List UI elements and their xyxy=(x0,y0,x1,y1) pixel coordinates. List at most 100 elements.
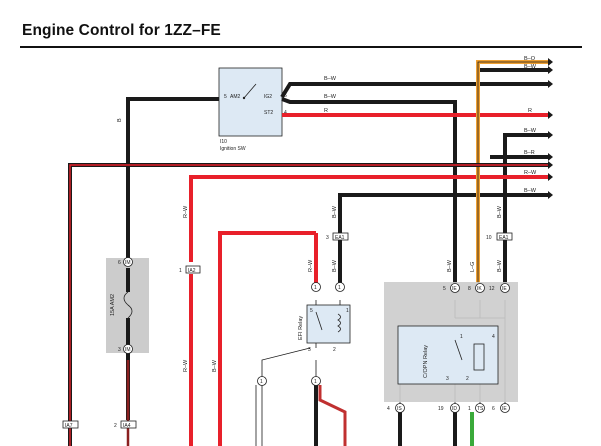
fuse-bottom-pin: 3 xyxy=(118,347,121,353)
ignition-switch-id: I10 xyxy=(220,139,227,145)
copn-pin-4: 4 xyxy=(492,334,495,340)
junction-1-pin: 1 xyxy=(260,379,263,385)
wire-code-r-right: R xyxy=(528,108,532,114)
ignition-terminal-am2-label: AM2 xyxy=(230,94,241,100)
connector-ia7 xyxy=(62,420,79,429)
fuse-top-conn-name: IM xyxy=(125,260,131,266)
wire-code-b-left: B xyxy=(117,118,123,122)
fuse-am2: 15A AM2 IM 6 IM 3 xyxy=(106,257,149,354)
connector-ik-top-pin: 8 xyxy=(468,286,471,292)
ignition-pin-am2: 5 xyxy=(224,94,227,100)
connector-ik-top-name: IK xyxy=(477,286,482,292)
connector-ia4-pin: 2 xyxy=(114,423,117,429)
title-rule xyxy=(20,46,582,48)
connector-ie-top xyxy=(450,283,460,293)
ignition-pin-ig2: 6 xyxy=(284,93,287,99)
connector-ie-bot-name: IE xyxy=(502,406,507,412)
wire-bo-stripe xyxy=(477,61,550,283)
efi-relay-top-conn-a xyxy=(311,282,321,292)
orange-wire xyxy=(476,60,550,283)
ignition-terminal-ig2-label: IG2 xyxy=(264,94,272,100)
efi-relay-coil-icon xyxy=(337,313,341,333)
copn-relay-body xyxy=(397,325,499,385)
connector-is-bot-name: IS xyxy=(397,406,402,412)
connector-ia4 xyxy=(120,420,137,429)
efi-relay-bottom-pin: 1 xyxy=(314,379,317,385)
connector-ea1-left xyxy=(332,232,349,241)
wire-code-bw-lower: B–W xyxy=(212,359,218,372)
page-title: Engine Control for 1ZZ–FE xyxy=(22,22,221,39)
efi-relay: EFI Relay 3 2 5 1 1 1 1 1 xyxy=(257,282,351,386)
wire-code-bw-efi: B–W xyxy=(332,259,338,272)
fuse-label: 15A AM2 xyxy=(110,294,116,316)
connector-ea1-right xyxy=(496,232,513,241)
connector-ts-bot-name: TS xyxy=(477,406,484,412)
connector-ea1-left-name: EA1 xyxy=(335,235,345,241)
connector-id-bot-pin: 19 xyxy=(438,406,444,412)
connector-ie-bot-pin: 6 xyxy=(492,406,495,412)
efi-relay-pin-5: 5 xyxy=(310,308,313,314)
wire-code-bw-lower: B–W xyxy=(324,94,337,100)
wire-code-rw-efi: R–W xyxy=(308,259,314,272)
copn-pin-1: 1 xyxy=(460,334,463,340)
connector-id-bot xyxy=(450,403,460,413)
fuse-bottom-connector xyxy=(123,344,133,354)
ignition-switch-contact-icon xyxy=(243,83,257,99)
connector-ea1-right-name: EA1 xyxy=(499,235,509,241)
wire-code-rw-mid: R–W xyxy=(183,205,189,218)
copn-pin-3: 3 xyxy=(446,376,449,382)
wire-am2-feed xyxy=(126,97,219,260)
connector-ie-top-name: IE xyxy=(452,286,457,292)
connector-ea1-right-pin: 10 xyxy=(486,235,492,241)
wire-code-r-sw: R xyxy=(324,108,328,114)
connector-ie-top2-pin: 12 xyxy=(489,286,495,292)
copn-relay-coil-icon xyxy=(473,343,485,371)
connector-ik-top xyxy=(475,283,485,293)
ignition-contact-dot xyxy=(242,96,246,100)
connector-ie-bot xyxy=(500,403,510,413)
wire-code-bw-right1: B–W xyxy=(524,128,537,134)
efi-relay-pin-3: 3 xyxy=(308,347,311,353)
connector-ie-top-pin: 5 xyxy=(443,286,446,292)
wire-code-labels: B–O B–W B–W B–W R R B–W B–R R–W B–W B R–… xyxy=(117,56,537,372)
wire-code-br-right: B–R xyxy=(524,150,535,156)
left-double-wires xyxy=(68,163,550,446)
wire-code-rw-right: R–W xyxy=(524,170,537,176)
wire-bw-lower xyxy=(281,97,457,283)
connector-ia4-name: IA4 xyxy=(123,423,131,429)
wire-rw-efi xyxy=(218,231,316,446)
circuit-opening-relay-module: C/OPN Relay 1 3 2 4 IE 5 IK 8 IE 12 IS 4… xyxy=(384,282,518,413)
wire-rw-lower xyxy=(318,385,347,446)
connector-tags: IA2 1 EA1 3 EA1 10 IA7 IA4 2 xyxy=(62,232,513,429)
wire-code-bw-cir: B–W xyxy=(447,259,453,272)
wire-left-outer-stripe xyxy=(69,164,550,446)
wire-bw-upper xyxy=(280,82,550,99)
wire-code-bw-ea1: B–W xyxy=(332,205,338,218)
wire-bw-right-1 xyxy=(503,133,550,233)
efi-relay-body xyxy=(306,304,351,344)
efi-relay-switch-icon xyxy=(315,311,323,331)
connector-ia2-pin: 1 xyxy=(179,268,182,274)
connector-ea1-left-pin: 3 xyxy=(326,235,329,241)
efi-relay-pin-2: 2 xyxy=(333,347,336,353)
fuse-top-connector xyxy=(123,257,133,267)
efi-relay-top-pin-a: 1 xyxy=(314,285,317,291)
wire-code-bw-top: B–W xyxy=(524,64,537,70)
red-wire-stripes xyxy=(191,177,550,262)
ignition-terminal-st2-label: ST2 xyxy=(264,110,273,116)
junction-1 xyxy=(257,376,267,386)
connector-is-bot-pin: 4 xyxy=(387,406,390,412)
efi-relay-bottom-conn xyxy=(311,376,321,386)
copn-relay-switch-icon xyxy=(454,339,463,361)
wire-code-bw-mid: B–W xyxy=(497,205,503,218)
wire-code-bw-right2: B–W xyxy=(524,188,537,194)
connector-is-bot xyxy=(395,403,405,413)
connector-ie-top2-name: IE xyxy=(502,286,507,292)
wire-code-bo: B–O xyxy=(524,56,536,62)
copn-relay-label: C/OPN Relay xyxy=(423,345,429,378)
ignition-switch-body xyxy=(218,67,283,137)
connector-ia2 xyxy=(185,265,201,274)
red-wires xyxy=(189,113,550,446)
